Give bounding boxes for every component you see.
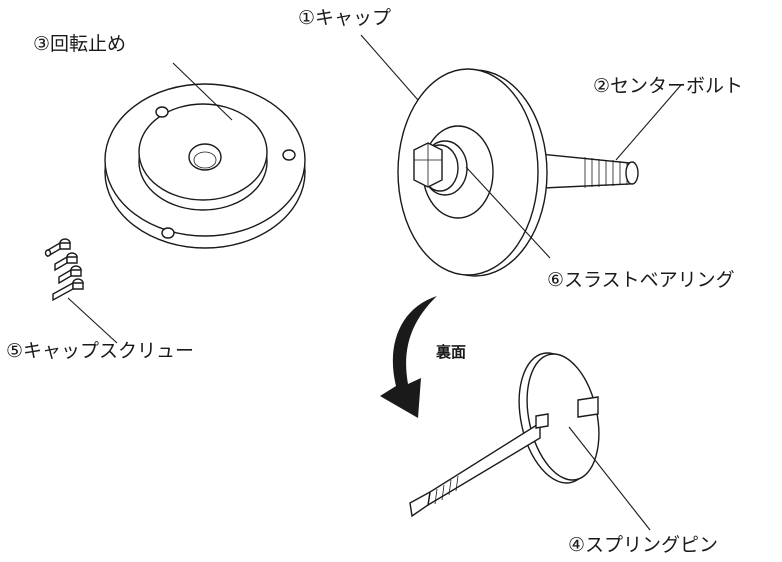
cap-assembly: [397, 68, 639, 277]
cap-screw: [44, 238, 71, 258]
label-center-bolt: ②センターボルト: [593, 75, 743, 97]
screw-hole: [155, 106, 169, 118]
anti-rotation-plate: [104, 83, 306, 249]
leader-spring-pin: [568, 426, 651, 531]
leader-lines: [67, 34, 682, 531]
cap-screw: [54, 252, 78, 272]
spring-pin: [535, 413, 549, 429]
label-cap-screw: ⑤キャップスクリュー: [6, 340, 194, 362]
label-thrust-bearing: ⑥スラストベアリング: [547, 269, 735, 291]
screw-hole: [282, 149, 296, 161]
cap-screw: [58, 265, 82, 285]
hex-nut: [413, 142, 443, 188]
leader-anti-rotation: [172, 62, 233, 121]
cap-screws: [44, 238, 84, 302]
label-spring-pin: ④スプリングピン: [568, 534, 718, 556]
screw-hole: [161, 227, 175, 239]
leader-thrust-bearing: [465, 166, 551, 259]
leader-cap-screw: [67, 297, 118, 344]
cap-screw: [52, 278, 84, 302]
label-reverse-side: 裏面: [435, 343, 466, 361]
reverse-side-assembly: [409, 352, 600, 518]
label-anti-rotation: ③回転止め: [33, 33, 126, 55]
leader-cap: [360, 34, 419, 101]
rotation-arrow-icon: [380, 296, 437, 418]
leader-center-bolt: [615, 84, 682, 161]
label-cap: ①キャップ: [298, 7, 391, 29]
